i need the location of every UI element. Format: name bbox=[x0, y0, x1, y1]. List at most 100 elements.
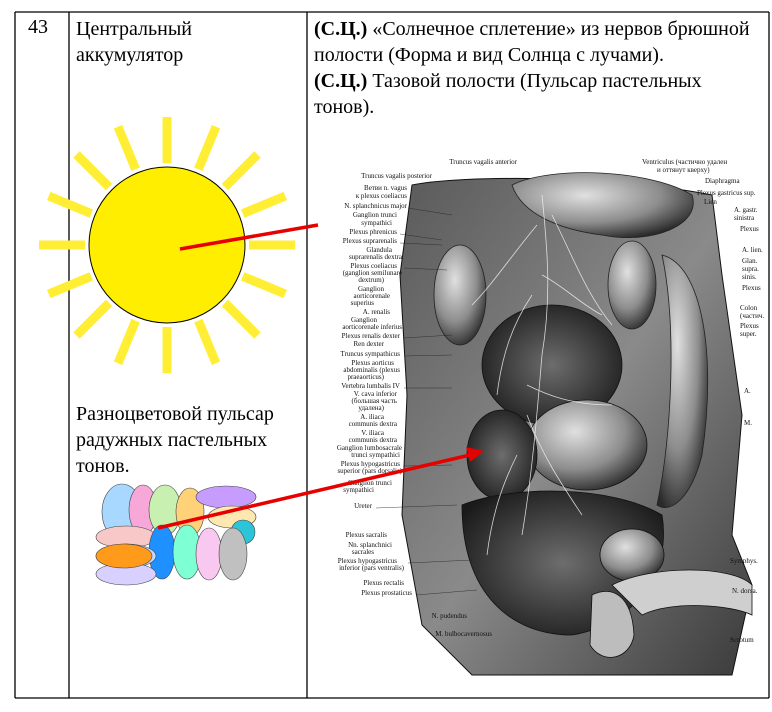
anatomy-label: Ren dexter bbox=[353, 340, 384, 348]
anatomy-label: A. iliaca bbox=[360, 413, 385, 421]
anatomy-body bbox=[399, 172, 753, 676]
anatomy-label: (частич. bbox=[740, 312, 764, 320]
anatomy-label: Vertebra lumbalis IV bbox=[341, 382, 400, 390]
pulsar-ellipse bbox=[195, 485, 257, 509]
sun-ray bbox=[73, 151, 113, 191]
anatomy-label: V. cava inferior bbox=[354, 390, 398, 398]
anatomy-label: aorticorenale bbox=[353, 292, 390, 300]
anatomy-label: suprarenalis dextra bbox=[349, 253, 403, 261]
anatomy-label: sympathici bbox=[361, 219, 392, 227]
sun-disk bbox=[88, 166, 246, 324]
pulsar-ellipse bbox=[195, 527, 223, 581]
desc-p1-bold: (С.Ц.) bbox=[314, 18, 368, 40]
anatomy-label: supra. bbox=[742, 265, 759, 273]
anatomy-label: Glan. bbox=[742, 257, 758, 265]
anatomy-label: Plexus prostaticus bbox=[361, 589, 412, 597]
anatomy-label: N. pudendus bbox=[432, 612, 468, 620]
anatomy-label: Plexus aorticus bbox=[351, 359, 394, 367]
anatomy-label: Ganglion bbox=[351, 316, 378, 324]
anatomy-label: Plexus suprarenalis bbox=[343, 237, 398, 245]
anatomy-label: V. iliaca bbox=[361, 429, 385, 437]
desc-p2-text: Тазовой полости (Пульсар пастельных тоно… bbox=[314, 70, 702, 118]
row-title: Центральный аккумулятор bbox=[76, 18, 193, 66]
anatomy-label: Symphys. bbox=[730, 557, 758, 565]
anatomy-label: Truncus sympathicus bbox=[341, 350, 401, 358]
anatomy-label: Plexus hypogastricus bbox=[341, 460, 401, 468]
row-number: 43 bbox=[28, 16, 48, 38]
anatomy-label: Glandula bbox=[366, 246, 393, 254]
anatomy-label: Ganglion bbox=[358, 285, 385, 293]
row-description: (С.Ц.) «Солнечное сплетение» из нервов б… bbox=[314, 16, 754, 120]
anatomy-label: Plexus coeliacus bbox=[351, 262, 398, 270]
anatomy-label: super. bbox=[740, 330, 757, 338]
anatomy-label: Diaphragma bbox=[705, 177, 740, 185]
anatomy-label: Lien bbox=[704, 198, 717, 206]
sun-ray bbox=[194, 319, 221, 365]
pointer-arrows bbox=[157, 223, 484, 530]
anatomy-label: Plexus sacralis bbox=[346, 531, 388, 539]
anatomy-label: Plexus gastricus sup. bbox=[697, 189, 756, 197]
pulsar-ellipse bbox=[218, 527, 248, 581]
anatomy-label: A. gastr. bbox=[734, 206, 758, 214]
anatomy-label: Plexus hypogastricus bbox=[338, 557, 398, 565]
anatomy-label: aorticorenale inferius bbox=[342, 323, 402, 331]
sun-ray bbox=[221, 151, 261, 191]
anatomy-label: A. lien. bbox=[742, 246, 763, 254]
anatomy-label: N. dorsa. bbox=[732, 587, 758, 595]
anatomy-label: Ветви n. vagus bbox=[364, 184, 407, 192]
desc-p2-bold: (С.Ц.) bbox=[314, 70, 368, 92]
sun-ray bbox=[73, 299, 113, 339]
anatomy-label: Ganglion trunci bbox=[353, 211, 397, 219]
sun-ray bbox=[47, 272, 93, 299]
sun-ray bbox=[221, 299, 261, 339]
anatomy-label: Plexus renalis dexter bbox=[342, 332, 401, 340]
desc-p1-text: «Солнечное сплетение» из нервов брюшной … bbox=[314, 18, 750, 66]
anatomy-label: superior (pars dorsalis) bbox=[337, 467, 402, 475]
anatomy-label: Plexus bbox=[740, 225, 759, 233]
anatomy-label: sympathici bbox=[343, 486, 374, 494]
anatomy-label: (ganglion semilunare bbox=[343, 269, 402, 277]
anatomy-label: abdominalis (plexus bbox=[343, 366, 400, 374]
pulsar-ellipse bbox=[95, 543, 153, 569]
sun-ray bbox=[241, 272, 287, 299]
sun-ray bbox=[47, 191, 93, 218]
anatomy-label: M. bbox=[744, 419, 752, 427]
anatomy-label: trunci sympathici bbox=[351, 451, 400, 459]
anatomy-labels-left: Truncus vagalis anterior Truncus vagalis… bbox=[337, 158, 518, 638]
anatomy-label: praeaorticus) bbox=[347, 373, 384, 381]
anatomy-label: sinis. bbox=[742, 273, 757, 281]
anatomy-label: Plexus bbox=[740, 322, 759, 330]
anatomy-label: Ganglion trunci bbox=[348, 479, 392, 487]
anatomy-label: N. splanchnicus major bbox=[344, 202, 407, 210]
sun-arrow-line bbox=[179, 223, 319, 251]
anatomy-label: Scrotum bbox=[730, 636, 754, 644]
sun-ray bbox=[241, 191, 287, 218]
sun-ray bbox=[113, 125, 140, 171]
anatomy-label: и оттянут кверху) bbox=[657, 166, 710, 174]
anatomy-label: Ventriculus (частично удален bbox=[642, 158, 727, 166]
anatomy-label: superius bbox=[351, 299, 375, 307]
anatomy-label: Plexus bbox=[742, 284, 761, 292]
sun-symbol bbox=[39, 117, 295, 373]
anatomy-label: A. renalis bbox=[363, 308, 390, 316]
anatomy-label: Plexus phrenicus bbox=[349, 228, 397, 236]
anatomy-label: Truncus vagalis posterior bbox=[361, 172, 433, 180]
anatomy-labels-right: Ventriculus (частично удален и оттянут к… bbox=[642, 158, 764, 644]
anatomy-label: удалена) bbox=[358, 404, 384, 412]
anatomy-label: sinistra bbox=[734, 214, 755, 222]
anatomy-label: communis dextra bbox=[349, 420, 398, 428]
pulsar-arrowhead bbox=[466, 447, 484, 462]
anatomy-label: Truncus vagalis anterior bbox=[449, 158, 517, 166]
anatomy-label: Colon bbox=[740, 304, 758, 312]
pulsar-arrow-line bbox=[157, 453, 471, 530]
anatomy-label: (большая часть bbox=[352, 397, 397, 405]
anatomy-label: Plexus rectalis bbox=[363, 579, 404, 587]
anatomy-illustration: Truncus vagalis anterior Truncus vagalis… bbox=[337, 158, 764, 676]
anatomy-label: Nn. splanchnici bbox=[348, 541, 392, 549]
sun-rays bbox=[39, 117, 295, 373]
anatomy-label: inferior (pars ventralis) bbox=[339, 564, 405, 572]
anatomy-label: M. bulbocavernosus bbox=[435, 630, 492, 638]
pulsar-caption: Разноцветовой пульсар радужных пастельны… bbox=[76, 403, 274, 477]
